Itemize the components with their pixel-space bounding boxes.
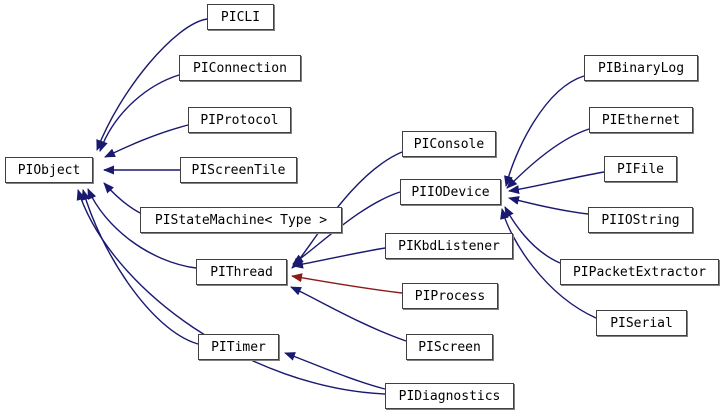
edge-pifile-to-piiodevice xyxy=(508,171,605,195)
edge-pibinarylog-to-piiodevice xyxy=(504,75,585,187)
edge-pidiagnostics-to-piobject xyxy=(76,189,386,395)
class-node-piserial[interactable]: PISerial xyxy=(596,310,687,336)
class-node-piconsole[interactable]: PIConsole xyxy=(402,131,496,157)
class-node-pidiagnostics[interactable]: PIDiagnostics xyxy=(385,383,514,409)
edge-piconnection-to-piobject xyxy=(99,74,180,152)
class-node-piscreen[interactable]: PIScreen xyxy=(406,334,493,360)
class-node-piobject[interactable]: PIObject xyxy=(5,157,93,183)
edge-pitimer-to-piobject xyxy=(81,189,199,345)
edge-pithread-to-piobject xyxy=(87,188,197,269)
edge-piiostring-to-piiodevice xyxy=(508,196,589,215)
class-node-label: PIKbdListener xyxy=(398,238,500,254)
class-node-pifile[interactable]: PIFile xyxy=(604,156,677,182)
class-node-pithread[interactable]: PIThread xyxy=(196,259,287,285)
class-node-pistatemachine[interactable]: PIStateMachine< Type > xyxy=(140,207,342,233)
class-node-pikbdlistener[interactable]: PIKbdListener xyxy=(385,233,513,259)
edge-pipacketextractor-to-piiodevice xyxy=(504,206,561,264)
edge-pikbdlistener-to-pithread xyxy=(292,247,386,269)
class-node-label: PIPacketExtractor xyxy=(572,264,707,280)
class-node-piethernet[interactable]: PIEthernet xyxy=(589,107,693,133)
class-node-label: PIProtocol xyxy=(200,112,279,128)
class-node-piprotocol[interactable]: PIProtocol xyxy=(188,107,291,133)
class-node-label: PIScreen xyxy=(418,339,481,355)
class-node-label: PIProcess xyxy=(414,288,486,304)
class-node-pipacketextractor[interactable]: PIPacketExtractor xyxy=(560,259,719,285)
edge-piprocess-to-pithread xyxy=(291,273,403,294)
class-node-label: PISerial xyxy=(610,315,673,331)
class-node-label: PIFile xyxy=(617,161,664,177)
edge-piserial-to-piiodevice xyxy=(500,208,597,319)
class-node-label: PIIOString xyxy=(601,212,680,228)
class-node-label: PICLI xyxy=(220,9,261,25)
edge-piprotocol-to-piobject xyxy=(104,124,189,158)
class-node-piconnection[interactable]: PIConnection xyxy=(179,55,301,81)
class-node-label: PIConnection xyxy=(193,60,287,76)
class-node-label: PIConsole xyxy=(413,136,485,152)
class-node-label: PIObject xyxy=(17,162,81,178)
inheritance-edges xyxy=(76,18,605,395)
class-node-label: PIStateMachine< Type > xyxy=(154,212,328,228)
class-node-pibinarylog[interactable]: PIBinaryLog xyxy=(584,55,698,81)
class-node-label: PIScreenTile xyxy=(191,162,286,178)
class-node-piiodevice[interactable]: PIIODevice xyxy=(400,179,501,205)
class-node-label: PIDiagnostics xyxy=(398,388,501,404)
class-node-label: PIBinaryLog xyxy=(597,60,685,76)
edge-picli-to-piobject xyxy=(96,18,208,151)
class-node-piiostring[interactable]: PIIOString xyxy=(588,207,693,233)
class-node-piprocess[interactable]: PIProcess xyxy=(402,283,498,309)
class-node-label: PIIODevice xyxy=(411,184,490,200)
edge-piscreen-to-pithread xyxy=(290,286,407,342)
class-node-label: PITimer xyxy=(211,339,266,355)
class-node-label: PIEthernet xyxy=(601,112,681,128)
edge-piethernet-to-piiodevice xyxy=(506,128,590,189)
class-node-picli[interactable]: PICLI xyxy=(207,4,274,30)
class-node-pitimer[interactable]: PITimer xyxy=(198,334,279,360)
class-node-piscreentile[interactable]: PIScreenTile xyxy=(180,157,297,183)
class-node-label: PIThread xyxy=(210,264,273,280)
edge-pistatemachine-to-piobject xyxy=(103,182,141,214)
edge-pidiagnostics-to-pitimer xyxy=(284,352,386,390)
